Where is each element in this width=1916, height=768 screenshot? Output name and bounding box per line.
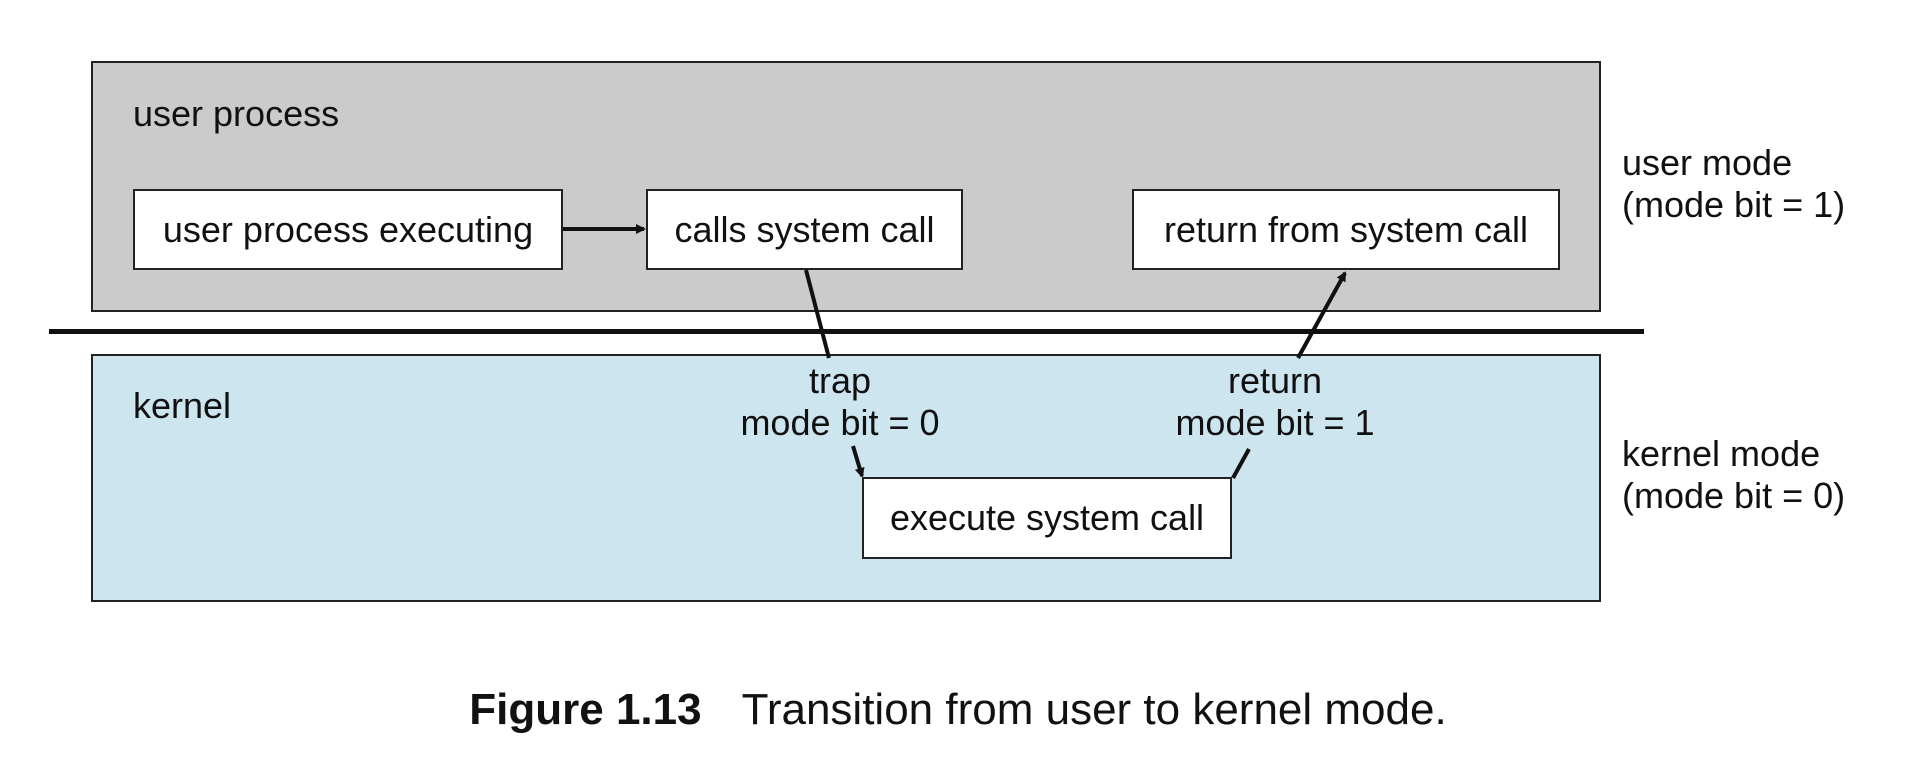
execute-system-call-box: execute system call: [862, 477, 1232, 559]
return-from-system-call-box: return from system call: [1132, 189, 1560, 270]
kernel-region-label: kernel: [133, 385, 232, 426]
return-mode-bit: mode bit = 1: [1175, 402, 1375, 443]
user-mode-bit: (mode bit = 1): [1622, 184, 1846, 225]
user-process-region-label: user process: [133, 93, 340, 134]
calls-system-call-label: calls system call: [674, 208, 935, 250]
user-process-executing-label: user process executing: [162, 208, 534, 250]
user-mode-label: user mode (mode bit = 1): [1622, 142, 1845, 226]
trap-mode-bit: mode bit = 0: [740, 402, 940, 443]
kernel-mode-label: kernel mode (mode bit = 0): [1622, 433, 1845, 517]
trap-title: trap: [808, 360, 872, 401]
figure-caption: Figure 1.13 Transition from user to kerne…: [0, 688, 1916, 732]
calls-system-call-box: calls system call: [646, 189, 963, 270]
mode-divider-line: [49, 329, 1644, 334]
figure-caption-text: Transition from user to kernel mode.: [741, 685, 1447, 734]
return-transition-label: return mode bit = 1: [1155, 360, 1395, 444]
execute-system-call-label: execute system call: [889, 497, 1205, 538]
user-process-executing-box: user process executing: [133, 189, 563, 270]
kernel-mode-title: kernel mode: [1622, 433, 1821, 474]
kernel-mode-bit: (mode bit = 0): [1622, 475, 1846, 516]
return-from-system-call-label: return from system call: [1163, 208, 1529, 250]
trap-transition-label: trap mode bit = 0: [720, 360, 960, 444]
return-title: return: [1227, 360, 1323, 401]
user-mode-title: user mode: [1622, 142, 1793, 183]
user-process-region: [91, 61, 1601, 312]
figure-number: Figure 1.13: [469, 685, 702, 734]
kernel-region: [91, 354, 1601, 602]
